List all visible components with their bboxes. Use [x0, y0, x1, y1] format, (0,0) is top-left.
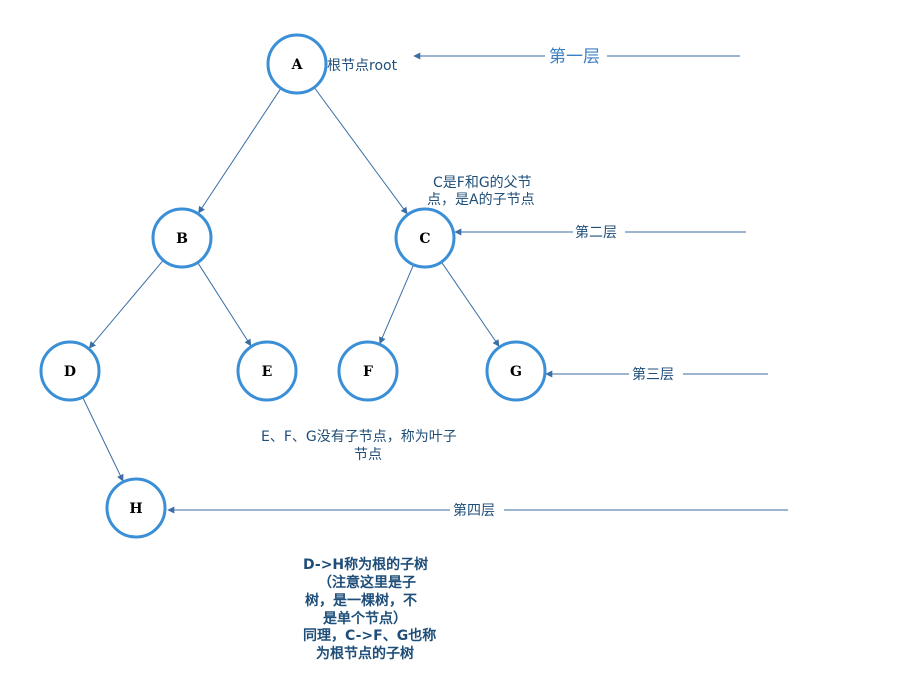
level-indicators: 第一层 第二层 第三层 第四层 [167, 44, 788, 521]
node-H: H [105, 477, 167, 539]
node-E: E [236, 340, 298, 402]
leaf-annotation-line1: E、F、G没有子节点，称为叶子 [261, 429, 457, 445]
subtree-annotation: D->H称为根的子树 （注意这里是子 树，是一棵树，不 是单个节点） 同理，C-… [303, 556, 436, 662]
node-circle [151, 207, 213, 269]
subtree-line-1: D->H称为根的子树 [303, 556, 428, 573]
edge-A-B [198, 87, 282, 214]
node-A: A [266, 33, 328, 95]
node-circle [266, 33, 328, 95]
node-circle [236, 340, 298, 402]
node-circle [337, 340, 399, 402]
node-label: B [176, 231, 188, 247]
subtree-line-3: 树，是一棵树，不 [305, 592, 417, 609]
node-F: F [337, 340, 399, 402]
node-label: A [291, 57, 304, 73]
leaf-annotation-line2: 节点 [354, 447, 382, 463]
level-1-label: 第一层 [549, 47, 600, 67]
edge-C-G [440, 261, 500, 347]
subtree-line-2: （注意这里是子 [318, 574, 416, 591]
node-C: C [394, 207, 456, 269]
c-parent-annotation-line1: C是F和G的父节 [433, 175, 532, 191]
node-label: H [129, 501, 142, 517]
edge-C-F [379, 264, 415, 345]
edge-B-D [88, 259, 164, 349]
level-3-label: 第三层 [632, 366, 674, 383]
level-4-label: 第四层 [453, 502, 495, 519]
edge-B-E [197, 262, 252, 347]
level-2-label: 第二层 [575, 224, 617, 241]
node-label: G [510, 364, 522, 380]
edge-D-H [82, 396, 124, 482]
node-circle [105, 477, 167, 539]
node-label: F [363, 364, 373, 380]
node-label: E [262, 364, 273, 380]
node-G: G [485, 340, 547, 402]
node-circle [39, 340, 101, 402]
subtree-line-4: 是单个节点） [323, 610, 407, 627]
subtree-line-5: 同理，C->F、G也称 [303, 627, 436, 644]
edges [82, 87, 500, 482]
root-annotation: 根节点root [327, 58, 398, 74]
subtree-line-6: 为根节点的子树 [316, 645, 414, 662]
node-D: D [39, 340, 101, 402]
node-label: D [64, 364, 76, 380]
edge-A-C [313, 87, 408, 215]
node-B: B [151, 207, 213, 269]
node-circle [394, 207, 456, 269]
nodes: A B C D E F G H [39, 33, 547, 539]
c-parent-annotation-line2: 点，是A的子节点 [427, 192, 535, 208]
node-circle [485, 340, 547, 402]
node-label: C [419, 231, 430, 247]
